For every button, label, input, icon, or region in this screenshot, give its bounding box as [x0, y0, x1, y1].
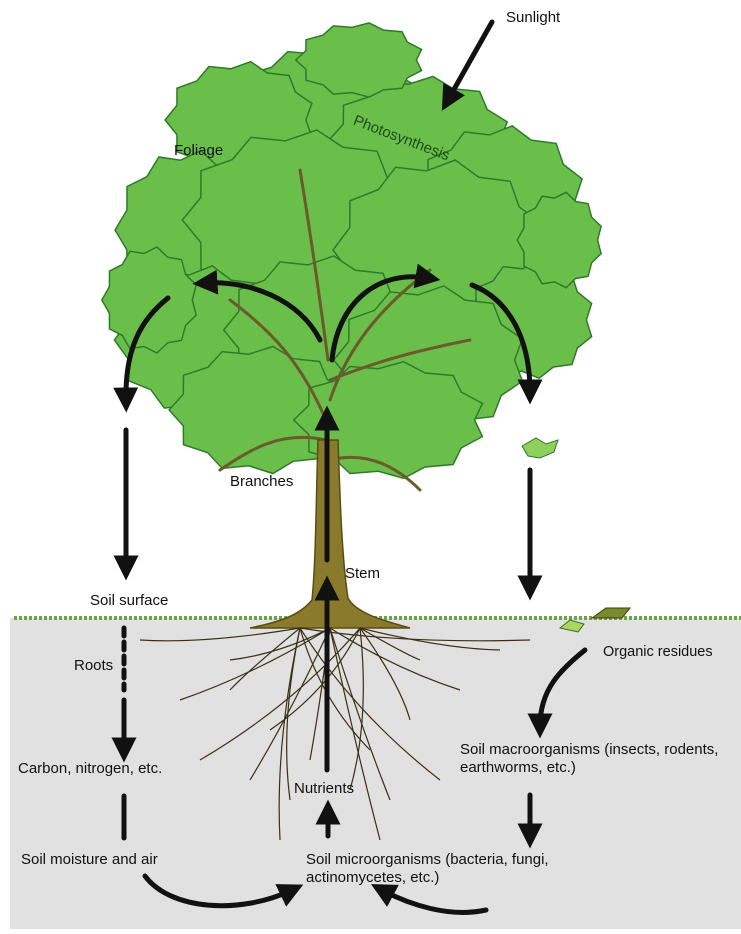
- sunlight-label: Sunlight: [506, 9, 560, 27]
- soil-microorganisms-label: Soil microorganisms (bacteria, fungi, ac…: [306, 851, 566, 887]
- soil-macroorganisms-label: Soil macroorganisms (insects, rodents, e…: [460, 741, 722, 777]
- organic-residues-label: Organic residues: [603, 643, 713, 661]
- foliage-label: Foliage: [174, 142, 223, 160]
- falling-leaf: [522, 438, 558, 458]
- nutrients-label: Nutrients: [294, 780, 354, 798]
- branches-label: Branches: [230, 473, 293, 491]
- carbon-nitrogen-label: Carbon, nitrogen, etc.: [18, 760, 162, 778]
- tree-canopy: [102, 23, 601, 478]
- soil-moisture-air-label: Soil moisture and air: [21, 851, 158, 869]
- roots-label: Roots: [74, 657, 113, 675]
- soil-surface-label: Soil surface: [90, 592, 168, 610]
- stem-label: Stem: [345, 565, 380, 583]
- sunlight-arrow: [448, 22, 492, 100]
